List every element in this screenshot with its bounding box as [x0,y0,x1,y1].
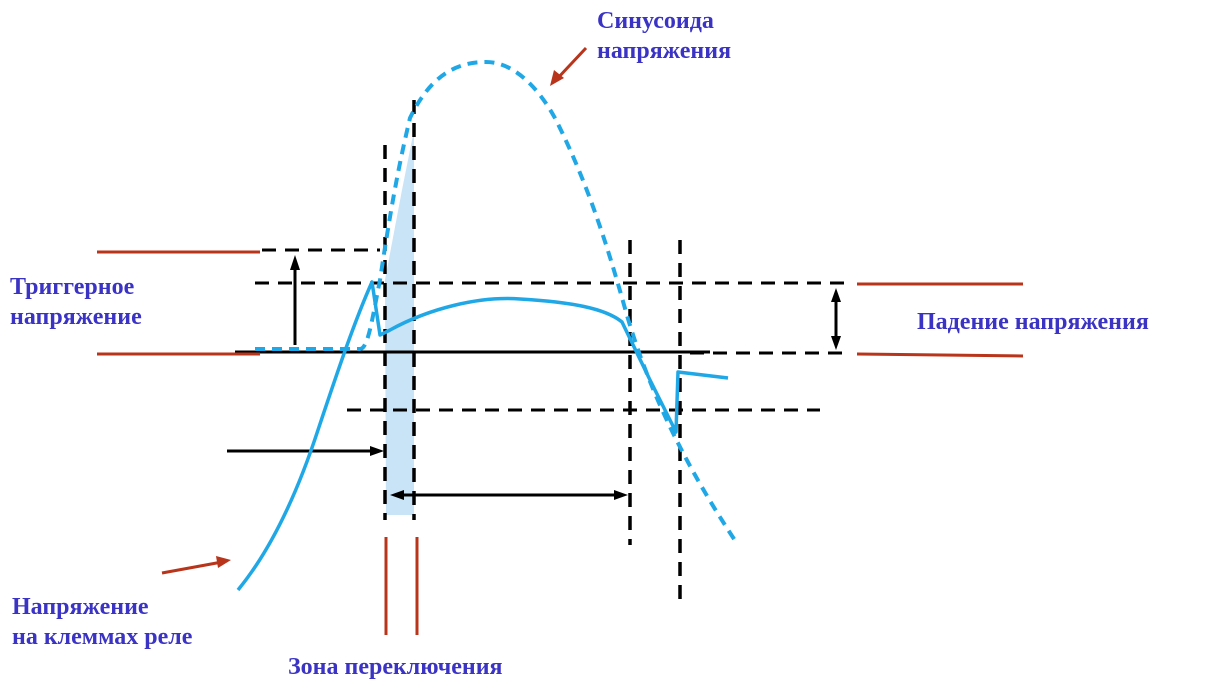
voltage-drop-arrowhead-top [831,288,841,302]
relay-terminal-voltage-label: Напряжение на клеммах реле [12,592,192,652]
switch-time-arrowhead [370,446,384,456]
sine-pointer [554,46,588,82]
sine-label-line-1: Синусоида [597,8,714,34]
sine-pointer-arrowhead [550,70,564,86]
sine-label-line-2: напряжения [597,38,732,64]
interval-arrowhead-right [614,490,628,500]
relay-terminal-voltage-curve [236,280,729,592]
sine-label: Синусоида напряжения [597,6,731,66]
voltage-drop-label: Падение напряжения [917,309,1149,335]
terminal-pointer [161,560,223,575]
voltage-drop-arrowhead-bottom [831,336,841,350]
sine-voltage-curve [255,60,740,547]
terminal-pointer-arrowhead [216,556,231,568]
trigger-voltage-label: Триггерное напряжение [10,272,142,332]
switching-zone-label: Зона переключения [288,654,503,680]
trigger-voltage-label-line-2: напряжение [10,304,142,330]
relay-terminal-voltage-label-line-2: на клеммах реле [12,624,193,650]
drop-pointer-bottom [856,352,1024,358]
trigger-voltage-label-line-1: Триггерное [10,274,135,300]
interval-arrowhead-left [390,490,404,500]
trigger-voltage-arrowhead [290,255,300,270]
switching-zone-band [385,130,414,515]
relay-terminal-voltage-label-line-1: Напряжение [12,594,149,620]
